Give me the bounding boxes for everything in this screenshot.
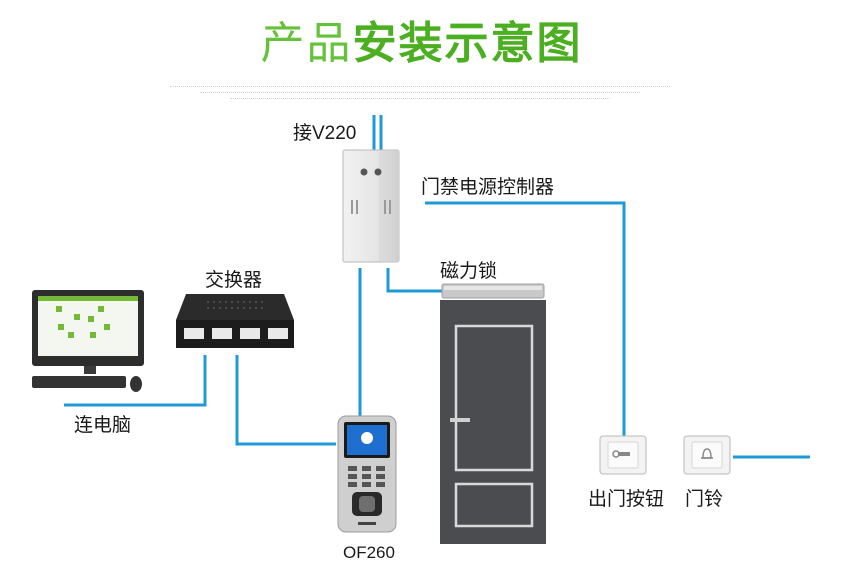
label-maglock: 磁力锁 [440, 261, 498, 282]
title-bold: 安装示意图 [352, 19, 583, 68]
doorbell-device [683, 435, 731, 475]
access-terminal-device [337, 415, 397, 533]
label-terminal: OF260 [343, 543, 395, 562]
network-switch-device [176, 294, 294, 348]
wire-switch-to-terminal [235, 355, 336, 446]
exit-button-device [599, 435, 647, 475]
decorative-subline [200, 92, 640, 94]
label-switch: 交换器 [205, 270, 263, 291]
door-device [440, 300, 546, 544]
title-light: 产品 [260, 19, 353, 68]
magnetic-lock-device [441, 283, 545, 299]
label-power-in: 接V220 [293, 123, 357, 144]
computer-device [32, 290, 144, 392]
label-exit-button: 出门按钮 [588, 489, 665, 510]
wire-controller-to-maglock [386, 268, 444, 293]
label-controller: 门禁电源控制器 [421, 177, 555, 198]
label-computer: 连电脑 [74, 415, 132, 436]
wire-controller-to-exit-button [425, 201, 626, 438]
power-controller-device [342, 149, 400, 263]
wire-switch-to-computer [64, 355, 207, 407]
label-doorbell: 门铃 [685, 489, 724, 510]
decorative-subline [170, 86, 670, 88]
page-title: 产品安装示意图 [0, 22, 843, 66]
decorative-subline [230, 98, 610, 100]
